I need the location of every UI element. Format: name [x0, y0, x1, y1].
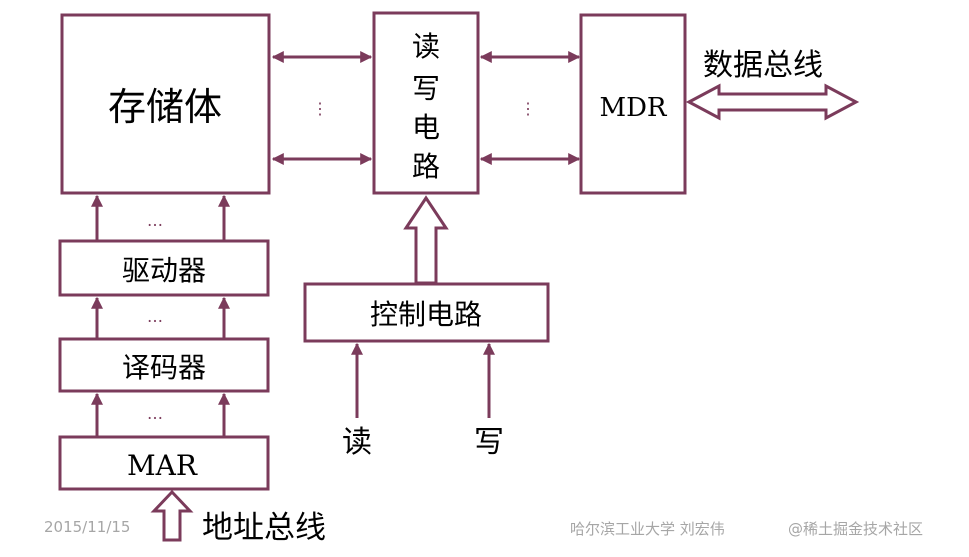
mar-box [58, 435, 270, 491]
ellipsis-5: ⋮ [520, 99, 536, 118]
rw-circuit-box [372, 11, 480, 195]
rw-circuit-char-3: 电 [412, 111, 440, 144]
driver-label: 驱动器 [122, 254, 206, 287]
address-bus-label: 地址总线 [202, 510, 326, 546]
ellipsis-2: … [147, 307, 163, 326]
footer-date: 2015/11/15 [44, 518, 131, 536]
ellipsis-4: ⋮ [312, 99, 328, 118]
address-bus-arrow [150, 489, 194, 542]
rw-circuit-char-1: 读 [412, 30, 440, 63]
mdr-label: MDR [599, 93, 667, 123]
data-bus-arrow [685, 83, 860, 121]
control-to-rw-arrow [403, 195, 449, 285]
driver-box [58, 239, 270, 297]
ellipsis-3: … [147, 404, 163, 423]
control-circuit-box [303, 282, 550, 343]
rw-circuit-char-2: 写 [412, 72, 440, 105]
mar-label: MAR [127, 449, 198, 482]
footer-watermark: @稀土掘金技术社区 [788, 520, 924, 538]
data-bus-label: 数据总线 [703, 48, 823, 83]
footer-author: 哈尔滨工业大学 刘宏伟 [570, 520, 725, 538]
control-circuit-label: 控制电路 [370, 298, 482, 331]
write-label: 写 [474, 425, 504, 460]
ellipsis-1: … [147, 211, 163, 230]
rw-circuit-char-4: 路 [412, 150, 440, 183]
decoder-box [58, 337, 270, 393]
read-label: 读 [342, 425, 372, 460]
storage-label: 存储体 [108, 85, 222, 129]
mdr-box [579, 13, 687, 195]
decoder-label: 译码器 [122, 351, 206, 384]
storage-box [60, 13, 271, 195]
